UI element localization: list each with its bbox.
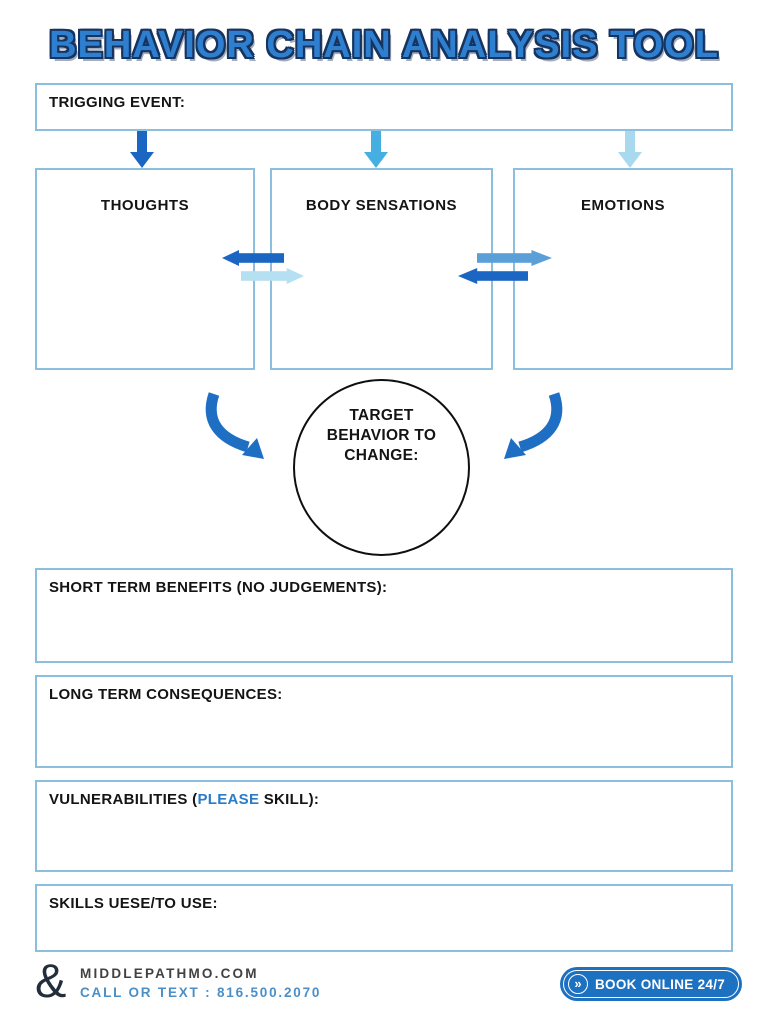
vulnerabilities-write-area[interactable] [37,812,731,870]
target-behavior-label: TARGET BEHAVIOR TO CHANGE: [326,407,437,464]
ampersand-logo-icon: & [35,954,67,1007]
left-arrow-dark-icon [222,250,284,266]
vulnerabilities-label: VULNERABILITIES (PLEASE SKILL): [49,791,320,808]
thoughts-write-area[interactable] [37,230,253,368]
curved-arrow-right-icon [504,392,563,459]
thoughts-box: THOUGHTS [35,168,255,370]
body-sensations-write-area[interactable] [272,230,491,368]
right-arrow-steel-icon [477,250,552,266]
long-term-consequences-write-area[interactable] [37,707,731,766]
down-arrow-light-icon [618,131,642,168]
website-link[interactable]: MIDDLEPATHMO.COM [80,966,259,981]
emotions-box: EMOTIONS [513,168,733,370]
book-online-button-inner: » BOOK ONLINE 24/7 [563,970,740,998]
curved-arrow-left-icon [205,392,264,459]
long-term-consequences-box: LONG TERM CONSEQUENCES: [35,675,733,768]
short-term-benefits-box: SHORT TERM BENEFITS (NO JUDGEMENTS): [35,568,733,663]
skills-to-use-write-area[interactable] [37,916,731,950]
body-sensations-box: BODY SENSATIONS [270,168,493,370]
trigger-event-write-area[interactable] [37,115,731,129]
vulnerabilities-box: VULNERABILITIES (PLEASE SKILL): [35,780,733,872]
thoughts-label: THOUGHTS [100,197,190,214]
book-online-button[interactable]: » BOOK ONLINE 24/7 [560,967,743,1001]
double-chevron-right-icon: » [568,974,588,994]
please-skill-highlight: PLEASE [197,791,260,808]
right-arrow-light-icon [241,268,304,284]
left-arrow-dark-icon [458,268,528,284]
page-title: BEHAVIOR CHAIN ANALYSIS TOOL [49,24,719,66]
short-term-benefits-label: SHORT TERM BENEFITS (NO JUDGEMENTS): [49,579,388,596]
skills-to-use-box: SKILLS UESE/TO USE: [35,884,733,952]
book-online-label: BOOK ONLINE 24/7 [595,976,726,992]
trigger-event-box: TRIGGING EVENT: [35,83,733,131]
body-sensations-label: BODY SENSATIONS [305,197,458,214]
long-term-consequences-label: LONG TERM CONSEQUENCES: [49,686,283,703]
down-arrow-dark-icon [130,131,154,168]
target-behavior-circle: TARGET BEHAVIOR TO CHANGE: [293,379,470,556]
footer-contact-block: MIDDLEPATHMO.COM CALL OR TEXT : 816.500.… [80,966,321,1000]
phone-line[interactable]: CALL OR TEXT : 816.500.2070 [80,985,322,1000]
emotions-label: EMOTIONS [580,197,665,214]
short-term-benefits-write-area[interactable] [37,600,731,661]
skills-to-use-label: SKILLS UESE/TO USE: [49,895,218,912]
down-arrow-sky-icon [364,131,388,168]
target-behavior-write-area[interactable] [315,471,448,539]
trigger-event-label: TRIGGING EVENT: [49,94,186,111]
